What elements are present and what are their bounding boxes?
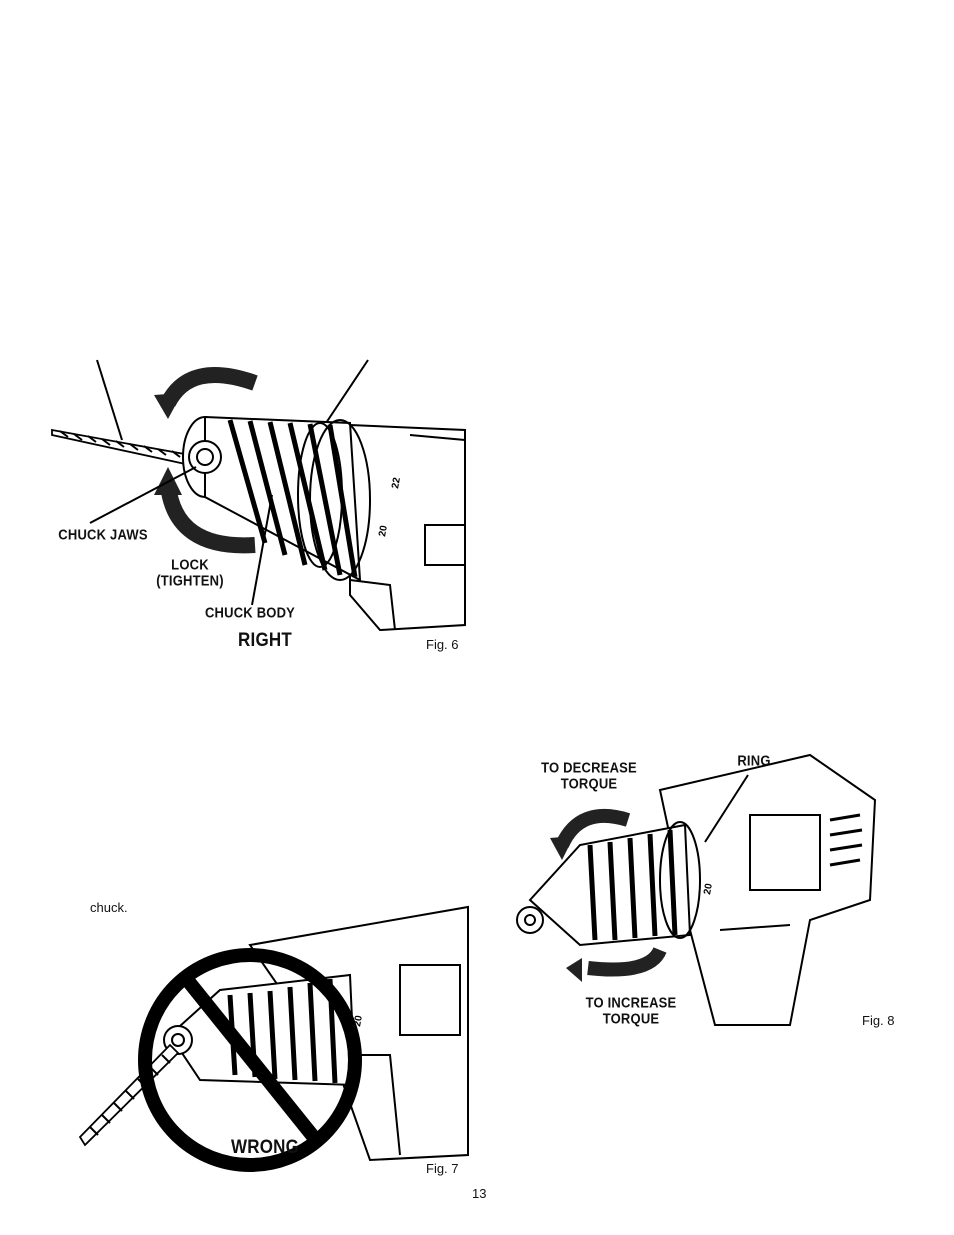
label-right: RIGHT (230, 629, 300, 651)
fig8-chuck-icon (517, 822, 700, 945)
figure-7: 20 WRONG Fig. 7 (70, 905, 470, 1180)
label-to-decrease: TO DECREASE (534, 759, 644, 776)
label-torque-decrease: TORQUE (534, 775, 644, 792)
label-torque-increase: TORQUE (576, 1010, 686, 1027)
fig6-caption: Fig. 6 (426, 637, 459, 652)
fig8-caption: Fig. 8 (862, 1013, 895, 1028)
fig7-caption: Fig. 7 (426, 1161, 459, 1176)
label-chuck-jaws: CHUCK JAWS (58, 526, 148, 543)
label-tighten: (TIGHTEN) (150, 572, 230, 589)
figure-8: 20 TO DECREASE TORQUE RING TO INCREASE T… (510, 750, 905, 1035)
fig8-drill-illustration: 20 (510, 750, 905, 1035)
label-to-increase: TO INCREASE (576, 994, 686, 1011)
label-lock: LOCK (150, 556, 230, 573)
page-number: 13 (472, 1186, 486, 1201)
increase-torque-arrow-icon (566, 950, 660, 982)
figure-6: 22 20 CHUCK JAWS LOCK (TIGHTEN) CHUCK BO… (50, 355, 470, 655)
label-wrong: WRONG (220, 1136, 310, 1158)
rotation-arrow-upper-icon (154, 375, 255, 419)
label-chuck-body: CHUCK BODY (200, 604, 300, 621)
label-ring: RING (732, 752, 776, 769)
